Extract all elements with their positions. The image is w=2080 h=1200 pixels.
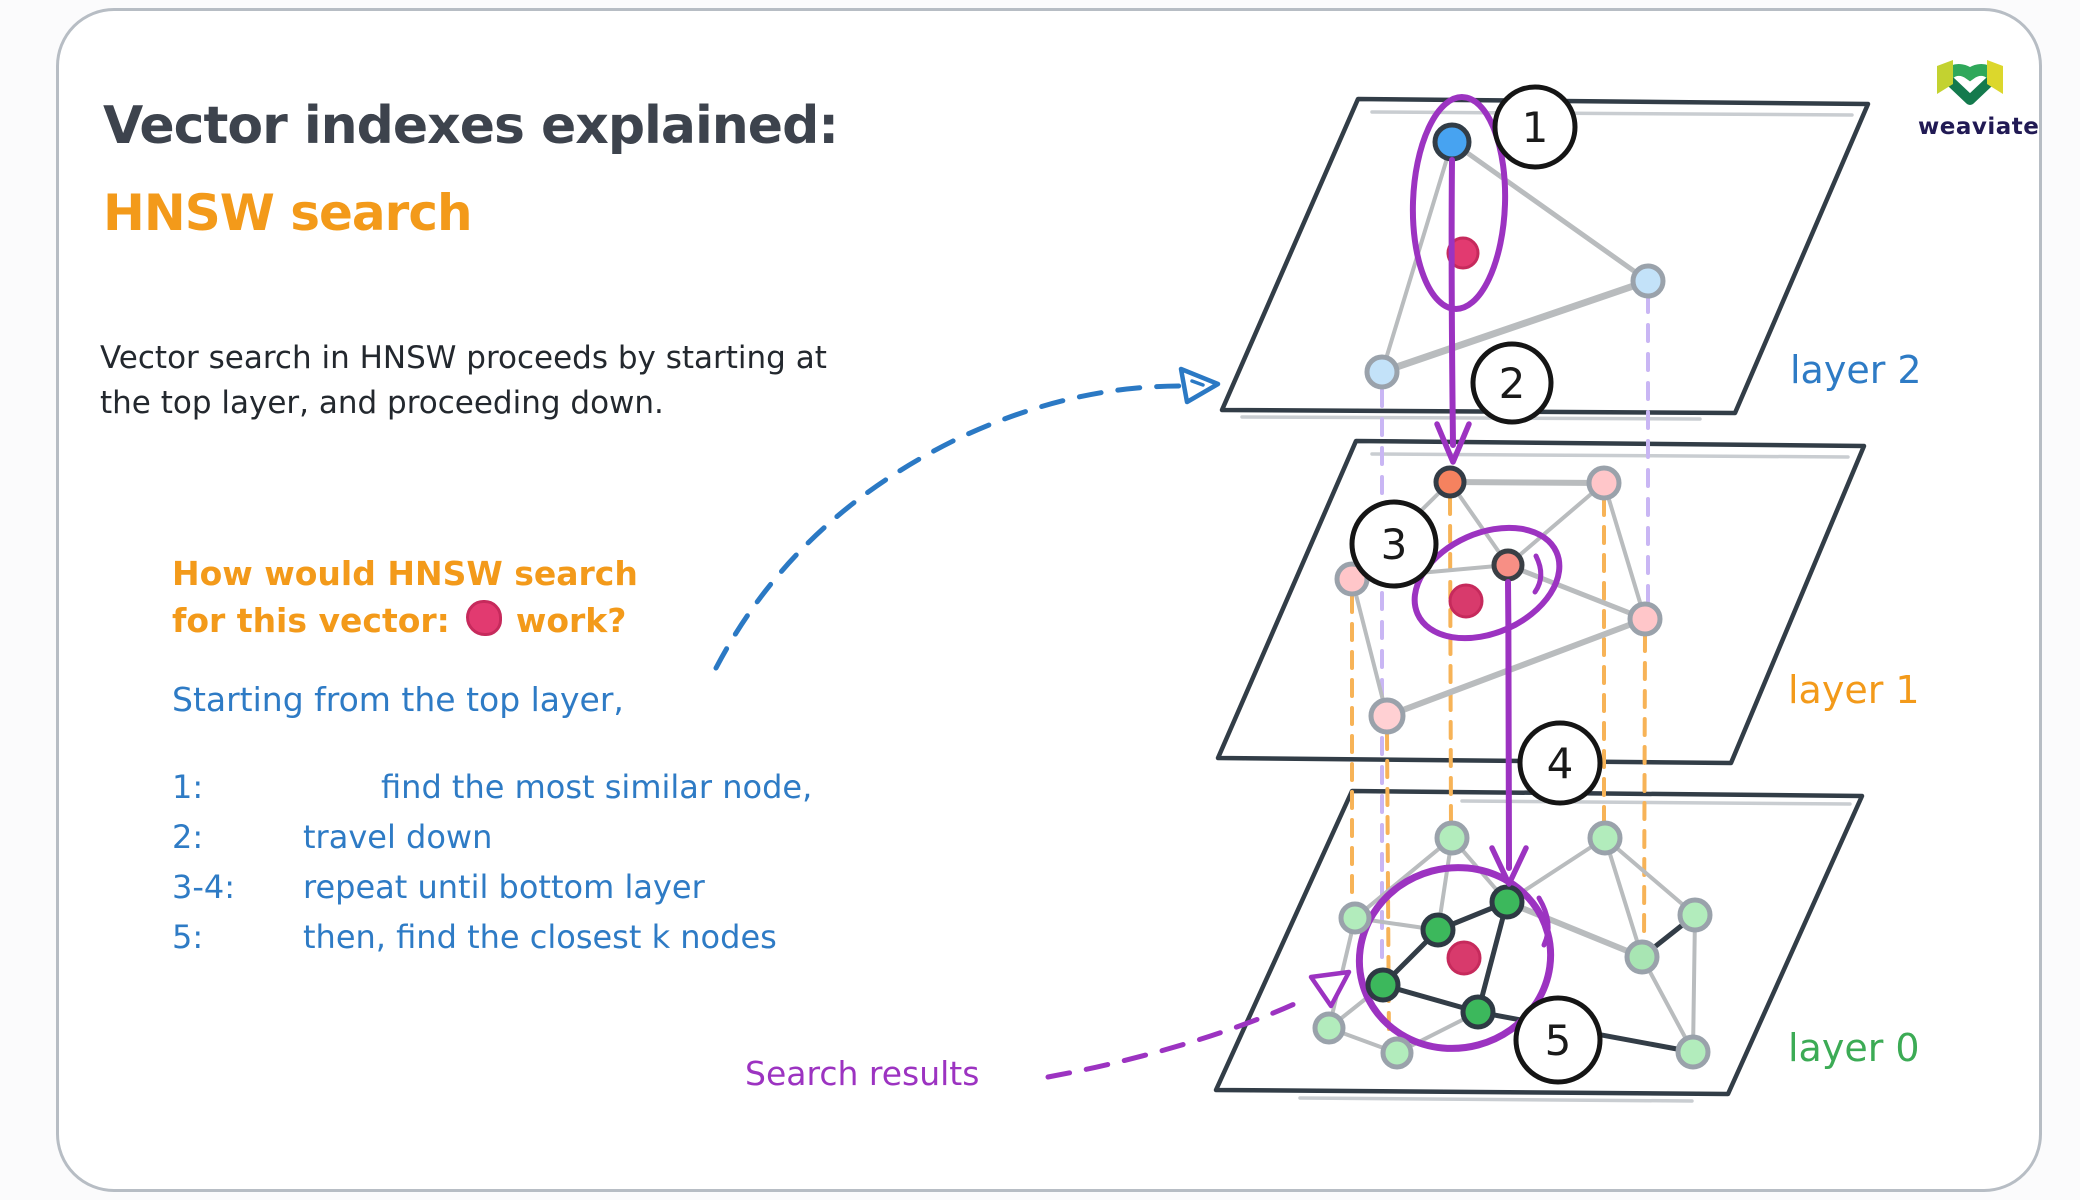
step-marker-3-label: 3 (1381, 520, 1408, 569)
top-layer-pointer-arrow (713, 366, 1221, 671)
step-marker-1-label: 1 (1522, 103, 1549, 152)
layer1-nodes (1334, 465, 1663, 735)
node-layer0-bottomright (1675, 1034, 1711, 1070)
step-marker-2: 2 (1470, 341, 1554, 425)
node-layer0-left (1338, 901, 1372, 935)
question-line-2: for this vector:work? (172, 600, 627, 640)
entry-node-layer1 (1433, 465, 1467, 499)
travel-down-arrows (1434, 157, 1529, 887)
intro-paragraph: Vector search in HNSW proceeds by starti… (100, 336, 827, 426)
step-marker-2-label: 2 (1499, 359, 1526, 408)
step-marker-4: 4 (1517, 720, 1603, 806)
layer2-nodes (1364, 122, 1666, 390)
step-item-1: 1:find the most similar node, (172, 768, 813, 806)
question-line-1: How would HNSW search (172, 554, 638, 593)
weaviate-logo: weaviate (1918, 58, 2040, 140)
node-layer0-mid (1624, 939, 1660, 975)
node-layer2-bottom (1364, 354, 1400, 390)
search-results-pointer-arrow (1045, 969, 1352, 1080)
arrowhead-open-purple (1308, 969, 1352, 1009)
node-layer1-topright (1586, 465, 1622, 501)
node-layer0-bottomleft (1312, 1011, 1346, 1045)
weaviate-logo-text: weaviate (1918, 114, 2040, 140)
step-item-5: 5:then, find the closest k nodes (172, 918, 777, 956)
layer0-nodes (1312, 820, 1713, 1070)
query-dot-layer2 (1446, 236, 1480, 270)
start-note: Starting from the top layer, (172, 680, 624, 719)
node-layer1-bottomleft (1368, 697, 1406, 735)
search-results-label: Search results (745, 1054, 980, 1093)
query-dot-layer1 (1448, 583, 1484, 619)
intro-line-2: the top layer, and proceeding down. (100, 385, 664, 421)
step-marker-1: 1 (1492, 84, 1578, 170)
layer1-edges (1350, 479, 1648, 719)
result-node-2 (1420, 912, 1456, 948)
closest-node-layer1 (1491, 548, 1525, 582)
step-marker-4-label: 4 (1547, 739, 1574, 788)
node-layer2-right (1630, 263, 1666, 299)
step-markers: 1 2 3 4 5 (1349, 84, 1603, 1085)
node-layer0-bottomleft2 (1380, 1036, 1414, 1070)
question-block: How would HNSW search for this vector:wo… (172, 550, 638, 644)
node-layer0-right (1677, 897, 1713, 933)
node-layer0-topright (1587, 820, 1623, 856)
layer2-label: layer 2 (1790, 348, 1922, 392)
layer2-plane (1219, 96, 1871, 416)
steps-list: 1:find the most similar node, 2:travel d… (172, 768, 812, 968)
lavender-projection-lines (1380, 294, 1650, 987)
result-node-1 (1489, 884, 1525, 920)
page-title: Vector indexes explained: (103, 96, 839, 156)
layer0-label: layer 0 (1788, 1026, 1920, 1070)
step-marker-5-label: 5 (1545, 1016, 1572, 1065)
step-item-2: 2:travel down (172, 818, 493, 856)
node-layer0-topleft (1434, 820, 1470, 856)
entry-node-layer2 (1432, 122, 1472, 162)
plane-accent-lines (1240, 110, 1854, 1103)
result-node-4 (1460, 994, 1496, 1030)
result-node-3 (1365, 967, 1401, 1003)
step-item-3-4: 3-4:repeat until bottom layer (172, 868, 705, 906)
query-dot-layer0 (1446, 940, 1482, 976)
node-layer1-right (1627, 601, 1663, 637)
layer1-label: layer 1 (1788, 668, 1920, 712)
query-vector-dot-icon (465, 600, 502, 636)
intro-line-1: Vector search in HNSW proceeds by starti… (100, 340, 827, 376)
weaviate-logo-icon (1937, 60, 2003, 105)
page-subtitle: HNSW search (103, 184, 473, 242)
step-marker-5: 5 (1513, 995, 1603, 1085)
step-marker-3: 3 (1349, 499, 1439, 589)
